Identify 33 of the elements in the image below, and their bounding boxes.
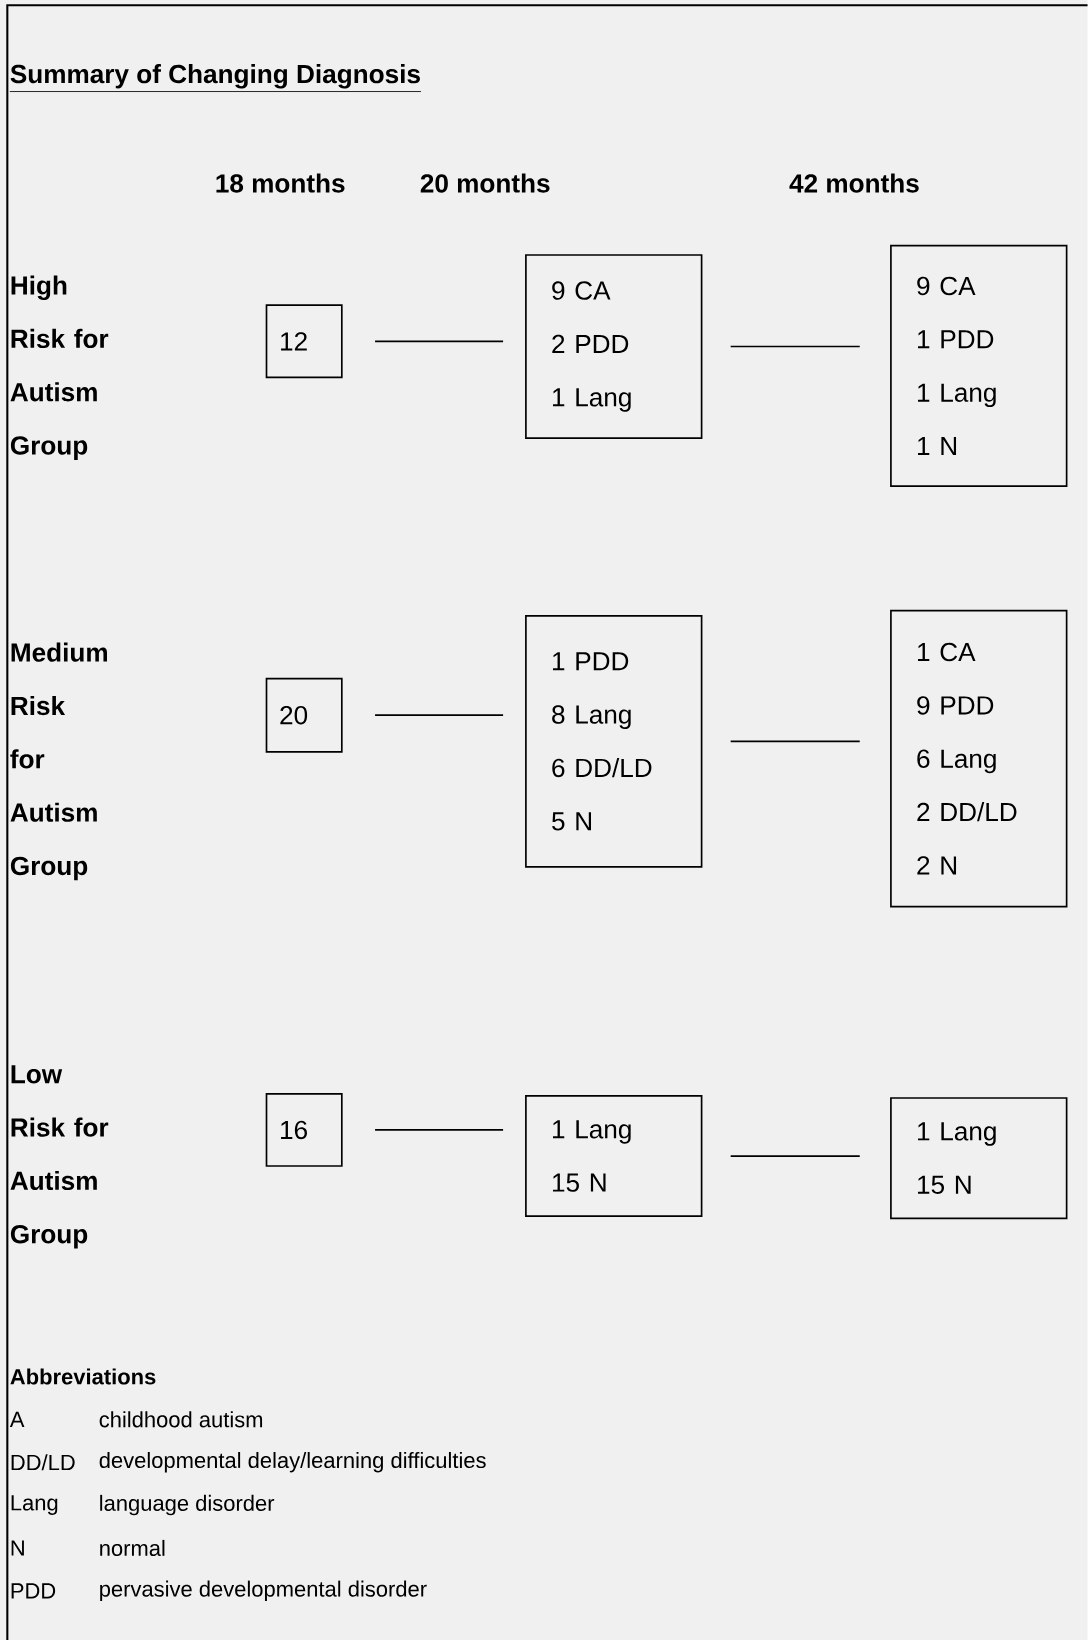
column-heading: 42 months bbox=[789, 173, 919, 193]
connector-line bbox=[374, 1129, 505, 1131]
connector-line bbox=[729, 740, 861, 743]
abbreviations-heading: Abbreviations bbox=[10, 1368, 156, 1385]
abbreviation-meaning: childhood autism bbox=[99, 1411, 263, 1428]
row-heading: High Risk for Autism Group bbox=[10, 275, 109, 460]
abbreviation: N bbox=[11, 1540, 25, 1556]
diagnosis-box: 1 CA 9 PDD 6 Lang 2 DD/LD 2 N bbox=[890, 609, 1068, 908]
diagnosis-box: 9 CA 2 PDD 1 Lang bbox=[525, 254, 703, 439]
connector-line bbox=[374, 714, 505, 717]
abbreviation: PDD bbox=[11, 1583, 56, 1599]
abbreviation-meaning: developmental delay/learning difficulties bbox=[99, 1451, 486, 1473]
abbreviation: DD/LD bbox=[11, 1454, 75, 1471]
abbreviation: A bbox=[10, 1411, 25, 1427]
diagnosis-box: 1 Lang 15 N bbox=[890, 1097, 1068, 1220]
abbreviation-meaning: pervasive developmental disorder bbox=[100, 1580, 427, 1602]
count-box: 16 bbox=[265, 1093, 343, 1167]
count-box: 20 bbox=[265, 677, 343, 753]
abbreviation-meaning: normal bbox=[100, 1539, 165, 1557]
abbreviation-meaning: language disorder bbox=[100, 1494, 275, 1516]
diagnosis-box: 1 Lang 15 N bbox=[525, 1095, 703, 1218]
connector-line bbox=[729, 345, 861, 348]
row-heading: Low Risk for Autism Group bbox=[10, 1065, 109, 1249]
count-box: 12 bbox=[265, 304, 343, 379]
connector-line bbox=[374, 340, 505, 343]
diagnosis-box: 1 PDD 8 Lang 6 DD/LD 5 N bbox=[525, 615, 703, 868]
column-heading: 18 months bbox=[216, 173, 345, 193]
connector-line bbox=[729, 1155, 861, 1157]
title: Summary of Changing Diagnosis bbox=[9, 64, 422, 92]
diagnosis-box: 9 CA 1 PDD 1 Lang 1 N bbox=[890, 244, 1068, 487]
abbreviation: Lang bbox=[11, 1495, 58, 1515]
column-heading: 20 months bbox=[420, 173, 550, 193]
row-heading: Medium Risk for Autism Group bbox=[10, 642, 108, 881]
